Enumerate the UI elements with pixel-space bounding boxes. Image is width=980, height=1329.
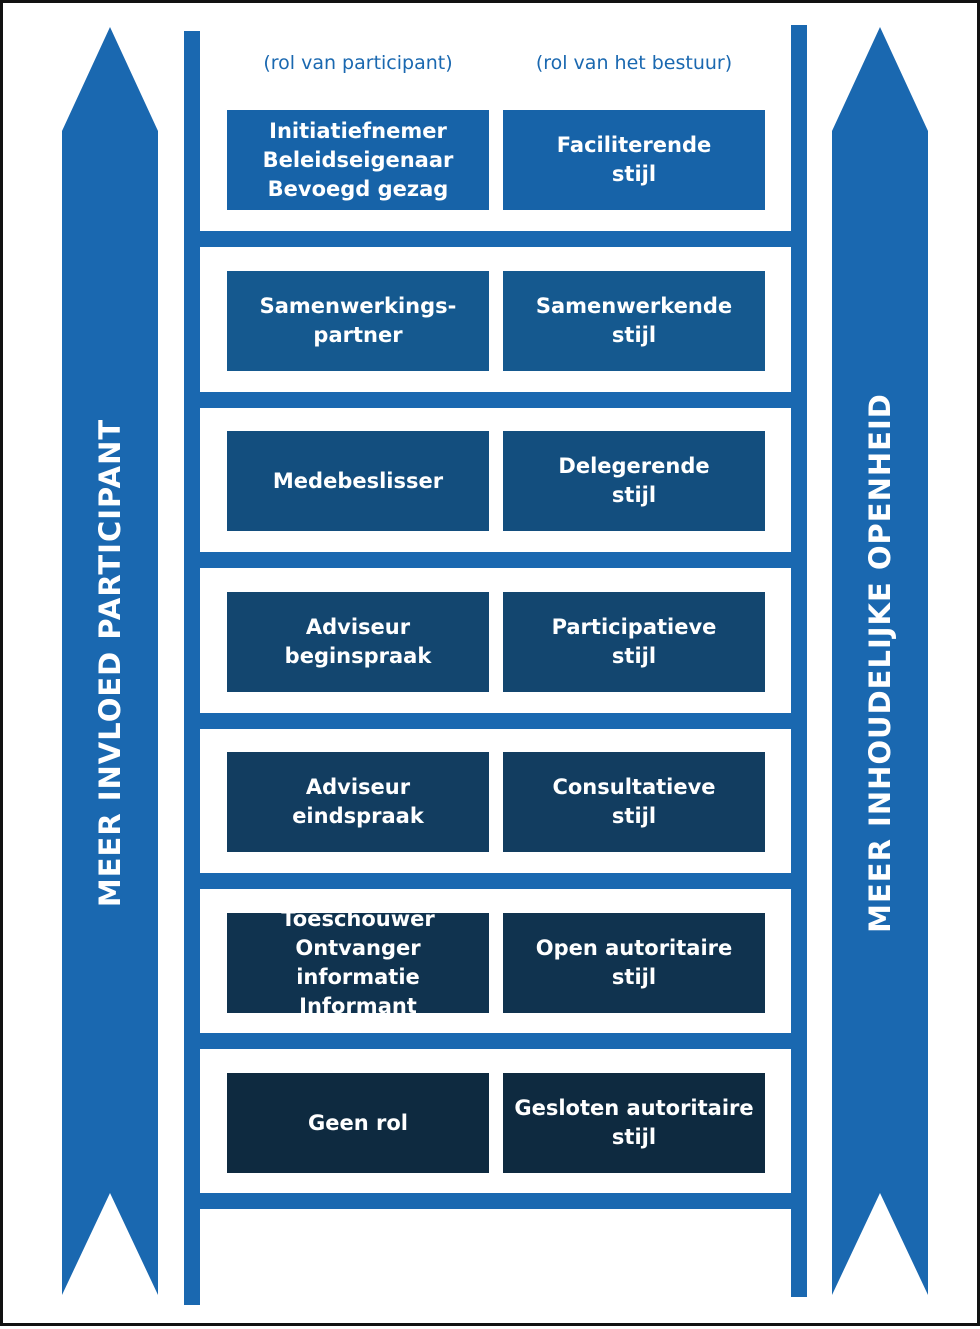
- right-arrow-shape: [832, 27, 928, 1295]
- ladder-rung: [193, 1193, 799, 1209]
- participant-column-header: (rol van participant): [263, 52, 453, 74]
- left-arrow-shape: [62, 27, 158, 1295]
- board-style-box: Faciliterende stijl: [503, 110, 765, 210]
- right-arrow: [832, 27, 928, 1295]
- left-arrow-label: MEER INVLOED PARTICIPANT: [93, 418, 127, 908]
- ladder-rung: [193, 552, 799, 568]
- participant-role-box: Adviseur eindspraak: [227, 752, 489, 852]
- participant-role-box: Adviseur beginspraak: [227, 592, 489, 692]
- participant-role-box: Samenwerkings- partner: [227, 271, 489, 371]
- board-style-box: Participatieve stijl: [503, 592, 765, 692]
- board-style-box: Open autoritaire stijl: [503, 913, 765, 1013]
- participant-role-box: Toeschouwer Ontvanger informatie Informa…: [227, 907, 489, 1018]
- board-style-box: Samenwerkende stijl: [503, 271, 765, 371]
- board-style-box: Consultatieve stijl: [503, 752, 765, 852]
- ladder-left-rail: [184, 31, 200, 1305]
- board-style-box: Delegerende stijl: [503, 431, 765, 531]
- ladder-rung: [193, 231, 799, 247]
- ladder-right-rail: [791, 25, 807, 1297]
- ladder-rung: [193, 873, 799, 889]
- participant-role-box: Medebeslisser: [227, 431, 489, 531]
- board-style-box: Gesloten autoritaire stijl: [503, 1073, 765, 1173]
- right-arrow-label: MEER INHOUDELIJKE OPENHEID: [863, 393, 897, 933]
- ladder-rung: [193, 392, 799, 408]
- participant-role-box: Initiatiefnemer Beleidseigenaar Bevoegd …: [227, 110, 489, 210]
- ladder-rung: [193, 1033, 799, 1049]
- board-column-header: (rol van het bestuur): [535, 52, 733, 74]
- participant-role-box: Geen rol: [227, 1073, 489, 1173]
- ladder-rung: [193, 713, 799, 729]
- left-arrow: [62, 27, 158, 1295]
